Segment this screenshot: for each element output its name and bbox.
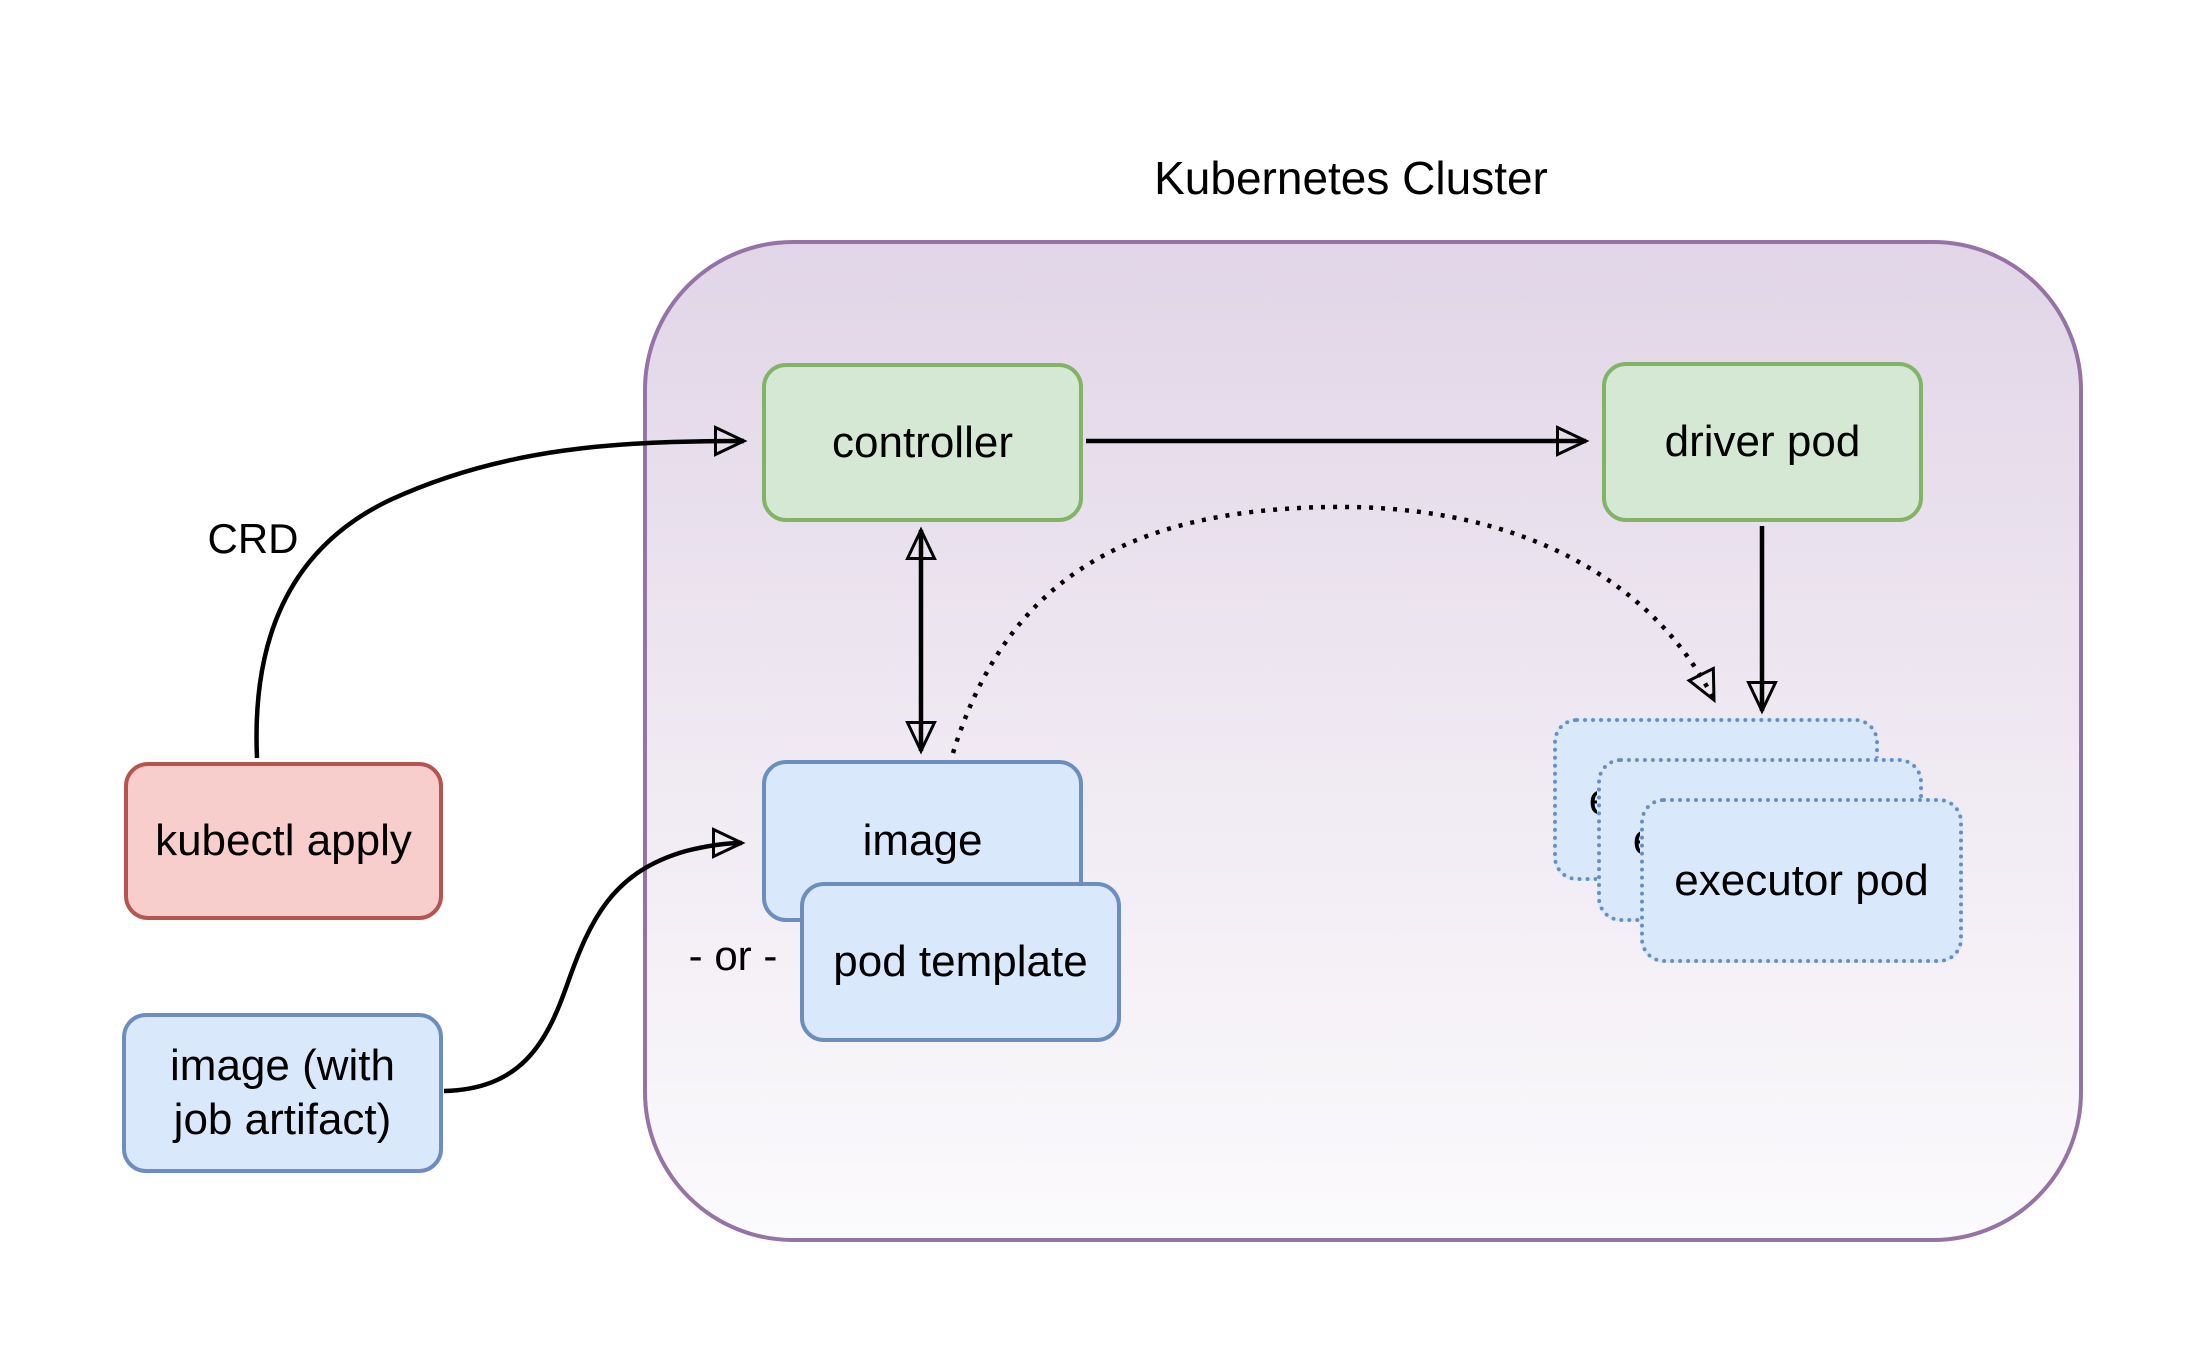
node-kubectl-apply-label: kubectl apply	[155, 816, 412, 865]
node-pod-template: pod template	[800, 882, 1121, 1042]
label-crd: CRD	[207, 515, 299, 562]
node-kubectl-apply: kubectl apply	[124, 762, 443, 920]
node-image-job-artifact: image (with job artifact)	[122, 1013, 443, 1173]
node-executor-pod-front: executor pod	[1640, 798, 1963, 963]
node-pod-template-label: pod template	[833, 937, 1088, 986]
label-or: - or -	[688, 932, 778, 979]
cluster-title: Kubernetes Cluster	[1154, 152, 1548, 204]
node-driver-pod: driver pod	[1602, 362, 1923, 522]
node-image-label: image	[862, 816, 983, 865]
node-executor-pod-front-label: executor pod	[1674, 855, 1929, 905]
node-image-job-artifact-label: image (with job artifact)	[170, 1041, 395, 1144]
node-driver-pod-label: driver pod	[1664, 417, 1861, 466]
node-controller: controller	[762, 363, 1083, 522]
node-controller-label: controller	[832, 417, 1013, 467]
